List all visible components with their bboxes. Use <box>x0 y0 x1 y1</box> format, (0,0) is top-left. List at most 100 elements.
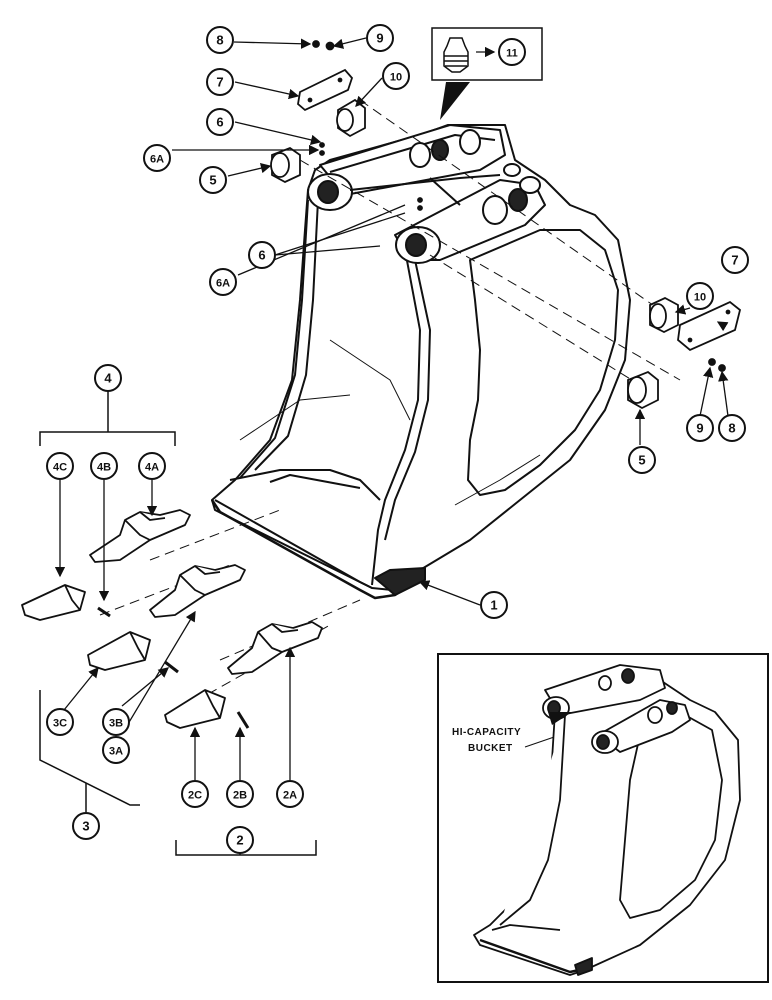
teeth-parts <box>21 509 323 729</box>
callout-circle <box>206 108 234 136</box>
callout-label: 6 <box>258 248 265 263</box>
cover-plate-right <box>677 300 742 352</box>
callout-11: 11 <box>498 38 526 66</box>
callouts: 8 9 11 7 10 6 6A 5 6 6A 10 7 9 8 5 4 4C 4B 4A 1 3C 3B 3A 2C 2B 2A… <box>46 24 749 854</box>
callout-circle <box>276 780 304 808</box>
callout-label: 3A <box>109 746 123 758</box>
callout-6: 6 <box>206 108 234 136</box>
callout-circle <box>480 591 508 619</box>
hardware-parts <box>270 40 742 410</box>
inset-caption-line1: HI-CAPACITY <box>452 727 521 738</box>
inset-caption-line2: BUCKET <box>468 743 513 754</box>
cover-plate-left <box>297 68 354 112</box>
callout-8: 8 <box>206 26 234 54</box>
callout-2b: 2B <box>226 780 254 808</box>
callout-circle <box>628 446 656 474</box>
grease-fitting-icon <box>443 37 469 73</box>
callout-label: 6A <box>216 278 230 290</box>
callout-circle <box>209 268 237 296</box>
callout-label: 7 <box>216 75 223 90</box>
callout-label: 2C <box>188 790 202 802</box>
callout-circle <box>718 414 746 442</box>
callout-circle <box>686 282 714 310</box>
callout-circle <box>206 26 234 54</box>
callout-8: 8 <box>718 414 746 442</box>
callout-circle <box>94 364 122 392</box>
callout-circle <box>199 166 227 194</box>
callout-10: 10 <box>382 62 410 90</box>
callout-circle <box>138 452 166 480</box>
callout-5: 5 <box>199 166 227 194</box>
callout-label: 5 <box>209 173 216 188</box>
pin-2b <box>236 711 250 729</box>
callout-7: 7 <box>206 68 234 96</box>
tooth-3c <box>87 631 151 671</box>
tooth-2c <box>164 689 226 729</box>
pin-3b <box>164 660 179 674</box>
callout-label: 6 <box>216 115 223 130</box>
callout-circle <box>226 826 254 854</box>
callout-label: 2 <box>236 833 243 848</box>
callout-9: 9 <box>366 24 394 52</box>
hinge-bracket <box>307 124 546 264</box>
callout-2c: 2C <box>181 780 209 808</box>
callout-circle <box>226 780 254 808</box>
callout-label: 10 <box>390 72 402 84</box>
callout-label: 3C <box>53 718 67 730</box>
callout-circle <box>248 241 276 269</box>
callout-circle <box>498 38 526 66</box>
hi-capacity-inset: HI-CAPACITY BUCKET <box>437 653 769 983</box>
callout-3: 3 <box>72 812 100 840</box>
callout-2a: 2A <box>276 780 304 808</box>
callout-label: 1 <box>490 598 497 613</box>
callout-6: 6 <box>248 241 276 269</box>
callout-label: 3 <box>82 819 89 834</box>
callout-label: 4C <box>53 462 67 474</box>
callout-label: 2A <box>283 790 297 802</box>
callout-label: 11 <box>506 48 518 60</box>
grease-fitting-pointer <box>440 82 470 120</box>
callout-9: 9 <box>686 414 714 442</box>
tooth-4c <box>21 584 86 621</box>
callout-3a: 3A <box>102 736 130 764</box>
callout-circle <box>46 452 74 480</box>
bushing-left <box>270 146 301 184</box>
callout-3c: 3C <box>46 708 74 736</box>
callout-7: 7 <box>721 246 749 274</box>
callout-4a: 4A <box>138 452 166 480</box>
callout-2: 2 <box>226 826 254 854</box>
callout-1: 1 <box>480 591 508 619</box>
bolt-8-top <box>312 40 320 48</box>
callout-circle <box>102 708 130 736</box>
callout-label: 8 <box>728 421 735 436</box>
callout-label: 9 <box>696 421 703 436</box>
callout-circle <box>721 246 749 274</box>
callout-6a: 6A <box>209 268 237 296</box>
leader-lines <box>54 37 729 780</box>
callout-label: 5 <box>638 453 645 468</box>
callout-circle <box>206 68 234 96</box>
callout-4: 4 <box>94 364 122 392</box>
callout-label: 6A <box>150 154 164 166</box>
callout-3b: 3B <box>102 708 130 736</box>
washer-9-top <box>325 41 335 51</box>
callout-10: 10 <box>686 282 714 310</box>
callout-circle <box>382 62 410 90</box>
callout-label: 8 <box>216 33 223 48</box>
bushing-right-lower <box>627 370 659 410</box>
callout-circle <box>102 736 130 764</box>
adapter-3a <box>149 564 246 618</box>
callout-5: 5 <box>628 446 656 474</box>
callout-circle <box>181 780 209 808</box>
callout-label: 4B <box>97 462 111 474</box>
callout-circle <box>46 708 74 736</box>
callout-6a: 6A <box>143 144 171 172</box>
callout-4c: 4C <box>46 452 74 480</box>
callout-circle <box>143 144 171 172</box>
callout-4b: 4B <box>90 452 118 480</box>
callout-label: 9 <box>376 31 383 46</box>
callout-label: 10 <box>694 292 706 304</box>
callout-label: 7 <box>731 253 738 268</box>
callout-label: 4A <box>145 462 159 474</box>
